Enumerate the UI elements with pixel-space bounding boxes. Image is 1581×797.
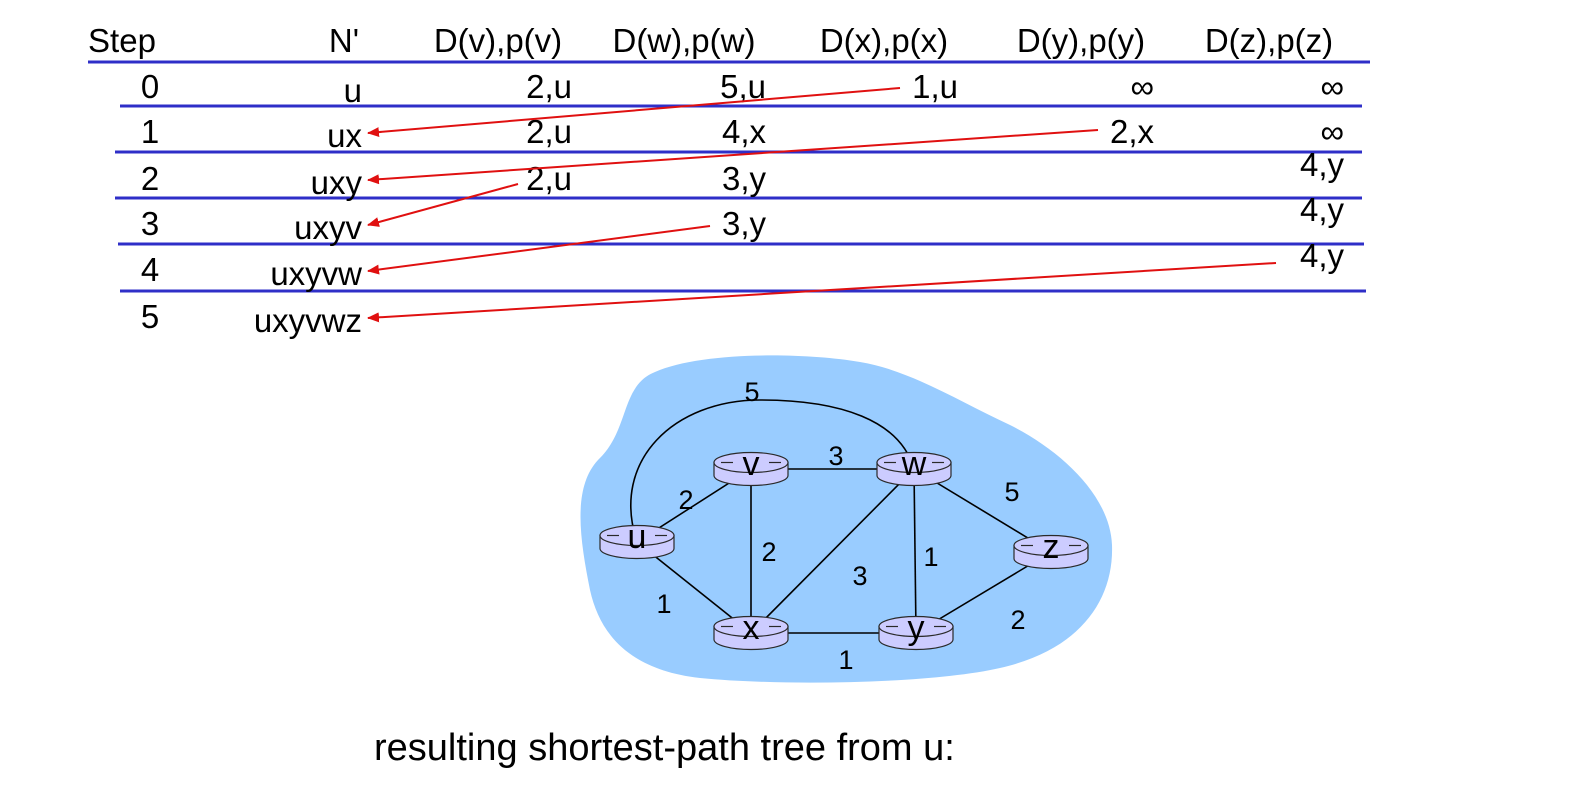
predecessor-arrows bbox=[367, 87, 1277, 323]
edge-weight: 5 bbox=[744, 377, 759, 407]
edge-weight: 2 bbox=[761, 537, 776, 567]
router-x: x bbox=[713, 609, 789, 651]
distance-cell: 3,y bbox=[722, 160, 767, 197]
step-cell: 4 bbox=[141, 251, 159, 288]
nprime-cell: uxyvwz bbox=[254, 302, 362, 339]
edge-weight: 1 bbox=[656, 589, 671, 619]
nprime-cell: uxyv bbox=[294, 209, 362, 246]
edge-weight: 5 bbox=[1004, 477, 1019, 507]
edge-weight: 2 bbox=[678, 485, 693, 515]
node-label: v bbox=[743, 445, 760, 483]
router-top bbox=[599, 524, 675, 547]
step-cell: 3 bbox=[141, 205, 159, 242]
router-top bbox=[713, 451, 789, 474]
distance-cell: ∞ bbox=[1320, 68, 1344, 105]
edge-weights: 5 3 5 2 2 3 1 1 1 2 bbox=[656, 377, 1025, 675]
node-label: w bbox=[901, 445, 927, 483]
table-row: 5 uxyvwz bbox=[141, 298, 362, 339]
network-graph: 5 3 5 2 2 3 1 1 1 2 u v w x y z bbox=[580, 355, 1113, 683]
column-header: D(x),p(x) bbox=[820, 22, 948, 59]
edge-weight: 3 bbox=[852, 561, 867, 591]
table-rules bbox=[88, 60, 1370, 293]
predecessor-arrow bbox=[367, 225, 711, 275]
node-label: x bbox=[743, 609, 760, 647]
distance-cell: 1,u bbox=[912, 68, 958, 105]
edge-weight: 1 bbox=[838, 645, 853, 675]
column-header: D(z),p(z) bbox=[1205, 22, 1333, 59]
table-row: 3 uxyv 3,y 4,y bbox=[141, 191, 1345, 246]
distance-cell: 2,u bbox=[526, 68, 572, 105]
distance-cell: 5,u bbox=[720, 68, 766, 105]
network-cloud bbox=[580, 355, 1113, 683]
router-top bbox=[713, 615, 789, 638]
predecessor-arrow bbox=[367, 129, 1099, 185]
step-cell: 2 bbox=[141, 160, 159, 197]
distance-cell: ∞ bbox=[1320, 113, 1344, 150]
table-row: 0 u 2,u 5,u 1,u ∞ ∞ bbox=[141, 68, 1344, 109]
predecessor-arrow bbox=[367, 262, 1277, 323]
column-header: D(v),p(v) bbox=[434, 22, 562, 59]
node-label: y bbox=[908, 609, 925, 647]
edge-weight: 2 bbox=[1010, 605, 1025, 635]
router-y: y bbox=[878, 609, 954, 651]
router-w: w bbox=[876, 445, 952, 487]
node-label: z bbox=[1043, 528, 1060, 566]
router-z: z bbox=[1013, 528, 1089, 570]
distance-cell: 4,x bbox=[722, 113, 767, 150]
graph-edge bbox=[750, 468, 915, 634]
router-u: u bbox=[599, 518, 675, 560]
graph-edge bbox=[630, 399, 915, 543]
router-v: v bbox=[713, 445, 789, 487]
column-header: D(y),p(y) bbox=[1017, 22, 1145, 59]
graph-edge bbox=[913, 468, 917, 634]
predecessor-arrow bbox=[367, 87, 901, 138]
column-header: D(w),p(w) bbox=[613, 22, 756, 59]
edge-weight: 3 bbox=[828, 441, 843, 471]
node-label: u bbox=[628, 518, 647, 556]
edge-weight: 1 bbox=[923, 542, 938, 572]
router-top bbox=[876, 451, 952, 474]
distance-cell: 4,y bbox=[1300, 191, 1345, 228]
step-cell: 5 bbox=[141, 298, 159, 335]
router-top bbox=[878, 615, 954, 638]
predecessor-arrow bbox=[367, 183, 519, 227]
distance-cell: 4,y bbox=[1300, 146, 1345, 183]
nprime-cell: ux bbox=[327, 117, 362, 154]
table-row: 4 uxyvw 4,y bbox=[141, 237, 1345, 292]
dijkstra-table: Step N' D(v),p(v) D(w),p(w) D(x),p(x) D(y),p(… bbox=[88, 22, 1370, 339]
distance-cell: 2,x bbox=[1110, 113, 1155, 150]
router-top bbox=[1013, 534, 1089, 557]
nprime-cell: u bbox=[344, 72, 362, 109]
column-header: Step bbox=[88, 22, 156, 59]
table-header-row: Step N' D(v),p(v) D(w),p(w) D(x),p(x) D(y),p(… bbox=[88, 22, 1333, 59]
step-cell: 1 bbox=[141, 113, 159, 150]
nprime-cell: uxyvw bbox=[270, 255, 362, 292]
distance-cell: 3,y bbox=[722, 205, 767, 242]
column-header: N' bbox=[329, 22, 359, 59]
distance-cell: 4,y bbox=[1300, 237, 1345, 274]
graph-nodes: u v w x y z bbox=[599, 445, 1089, 651]
caption-text: resulting shortest-path tree from u: bbox=[374, 727, 955, 769]
step-cell: 0 bbox=[141, 68, 159, 105]
nprime-cell: uxy bbox=[311, 164, 363, 201]
distance-cell: ∞ bbox=[1130, 68, 1154, 105]
